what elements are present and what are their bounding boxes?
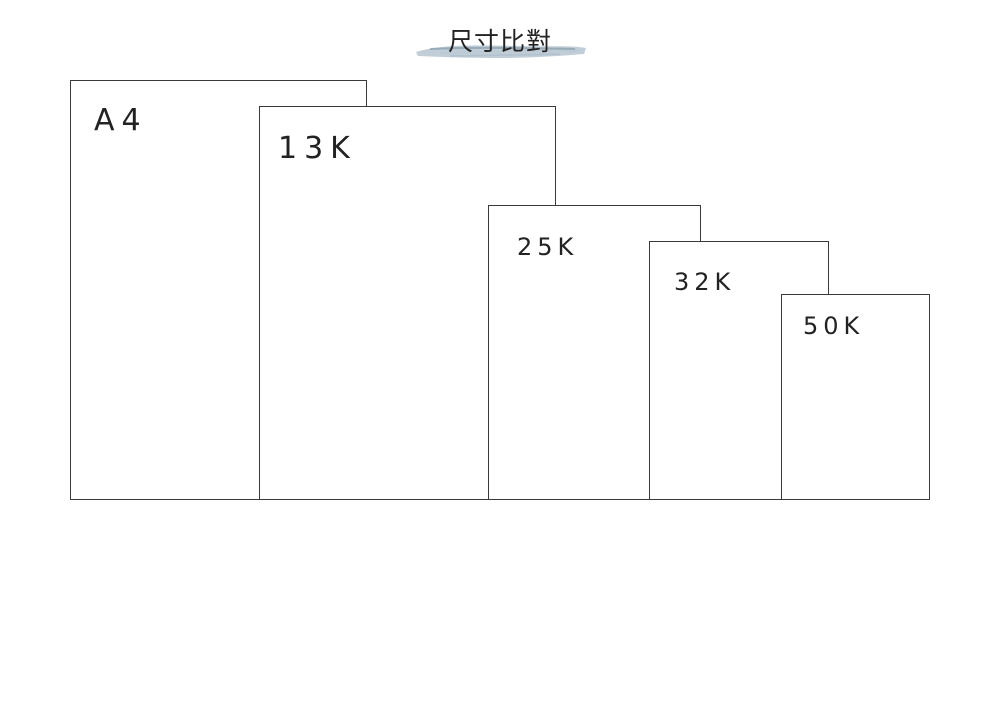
paper-label-50k: 50K bbox=[803, 312, 865, 340]
paper-label-13k: 13K bbox=[278, 131, 357, 166]
page-title: 尺寸比對 bbox=[447, 27, 552, 56]
brush-stroke-icon bbox=[416, 45, 586, 58]
paper-label-a4: A4 bbox=[94, 103, 148, 138]
paper-label-32k: 32K bbox=[674, 268, 736, 296]
paper-label-25k: 25K bbox=[517, 233, 579, 261]
title-block: 尺寸比對 bbox=[410, 18, 590, 66]
paper-50k: 50K bbox=[781, 294, 930, 500]
